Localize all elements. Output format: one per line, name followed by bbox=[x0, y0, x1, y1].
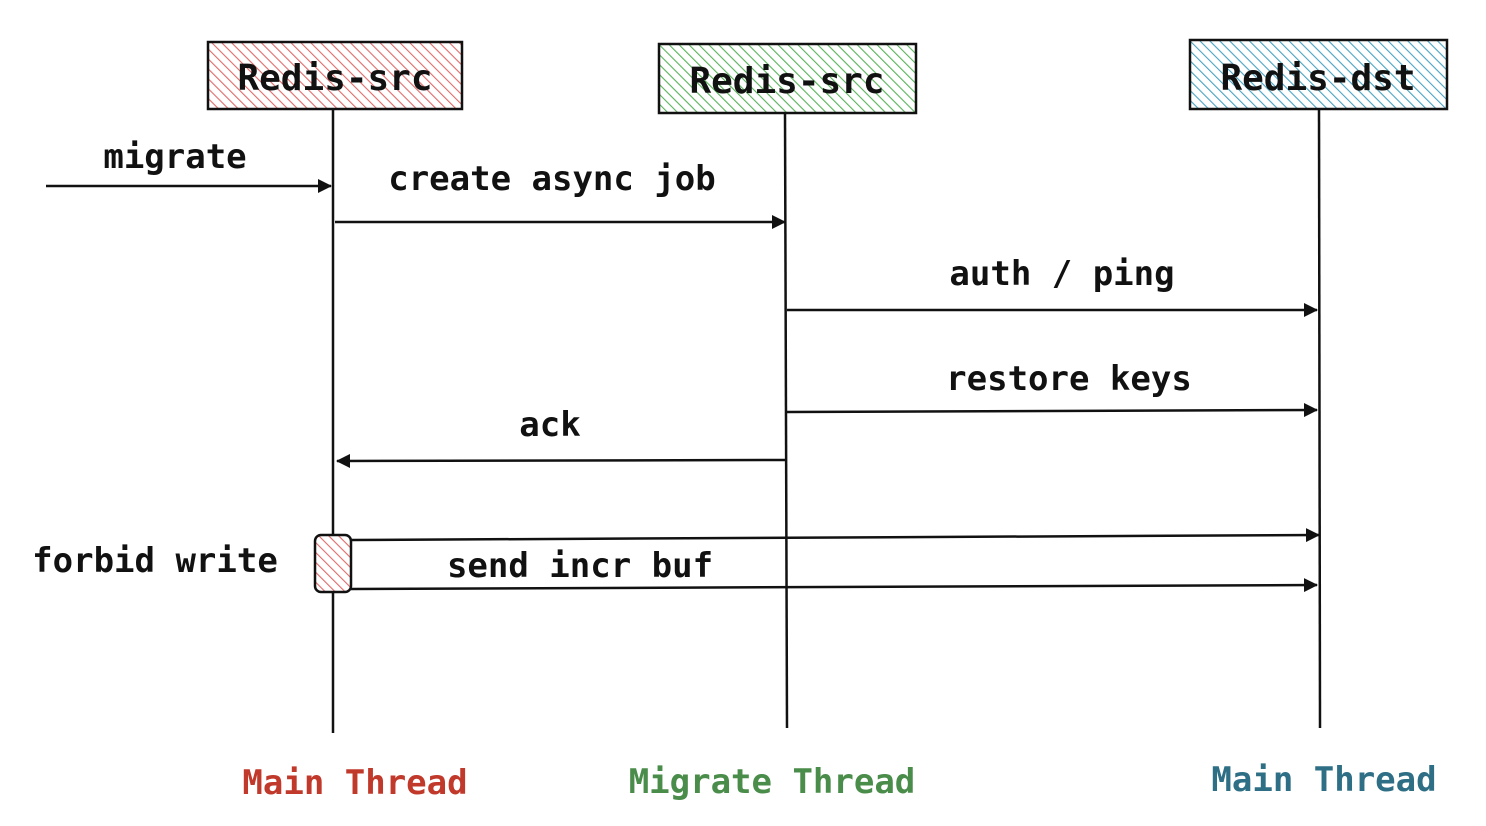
actor-redis-dst-main: Redis-dst bbox=[1188, 38, 1449, 111]
message-send-incr-buf: send incr buf bbox=[350, 528, 1320, 593]
actor-label-redis-src-migrate: Redis-src bbox=[689, 61, 884, 102]
actor-box-blue bbox=[1188, 38, 1449, 111]
thread-label-migrate: Migrate Thread bbox=[629, 762, 916, 802]
actor-redis-src-main: Redis-src bbox=[206, 40, 464, 111]
arrow-restore-keys bbox=[786, 403, 1318, 418]
actor-label-redis-src-main: Redis-src bbox=[237, 58, 432, 99]
message-label-auth-ping: auth / ping bbox=[949, 254, 1174, 294]
message-label-restore-keys: restore keys bbox=[946, 359, 1192, 399]
message-label-ack: ack bbox=[519, 405, 580, 445]
actor-label-redis-dst-main: Redis-dst bbox=[1220, 58, 1415, 99]
actor-box-red bbox=[206, 40, 464, 111]
lifeline-redis-src-migrate bbox=[783, 112, 789, 729]
message-auth-ping: auth / ping bbox=[787, 254, 1318, 317]
message-restore-keys: restore keys bbox=[786, 359, 1318, 418]
thread-label-main-src: Main Thread bbox=[242, 763, 467, 803]
actor-redis-src-migrate: Redis-src bbox=[657, 42, 918, 115]
message-migrate: migrate bbox=[46, 137, 332, 193]
actor-box-green bbox=[657, 42, 918, 115]
message-label-migrate: migrate bbox=[103, 137, 246, 177]
message-create-async-job: create async job bbox=[335, 159, 786, 229]
forbid-write-note: forbid write bbox=[32, 533, 353, 594]
message-label-create-async-job: create async job bbox=[388, 159, 716, 199]
forbid-write-label: forbid write bbox=[32, 541, 278, 581]
message-label-send-incr-buf: send incr buf bbox=[447, 546, 713, 586]
thread-label-main-dst: Main Thread bbox=[1211, 760, 1436, 800]
forbid-write-activation-box bbox=[313, 533, 353, 594]
arrow-send-incr-buf-top bbox=[350, 528, 1320, 543]
arrow-ack bbox=[336, 453, 788, 468]
lifeline-redis-dst-main bbox=[1317, 108, 1322, 729]
arrow-send-incr-buf-bottom bbox=[350, 578, 1318, 593]
message-ack: ack bbox=[336, 405, 788, 468]
